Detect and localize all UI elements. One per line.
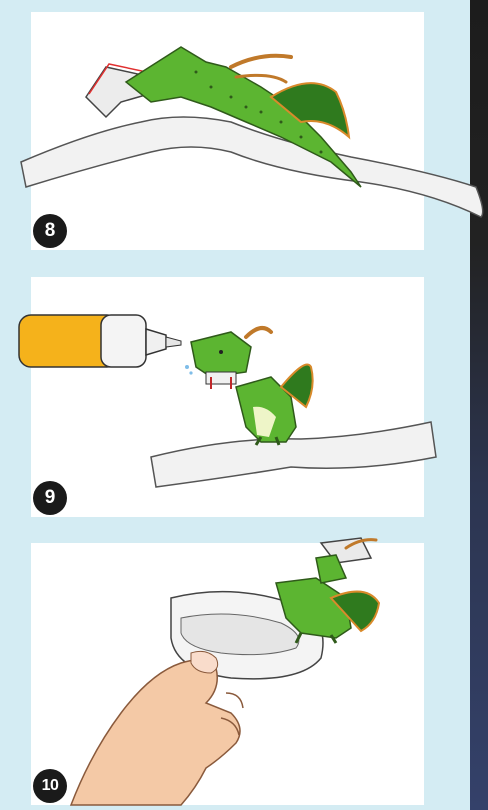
hand: [71, 660, 240, 805]
glue-bottle: [19, 315, 193, 375]
step-10-panel: 10: [31, 543, 424, 805]
step-number-badge: 8: [33, 214, 67, 248]
dragon-horn: [231, 56, 291, 67]
step-9-panel: 9: [31, 277, 424, 517]
step-number-badge: 9: [33, 481, 67, 515]
paper-branch: [21, 117, 483, 217]
step-8-panel: 8: [31, 12, 424, 250]
dragon-on-branch-illustration: [31, 12, 488, 250]
glue-dragon-mouth-illustration: [31, 277, 424, 517]
hand-ring-dragon-illustration: [31, 543, 424, 805]
sitting-dragon: [191, 328, 313, 445]
step-number-badge: 10: [33, 769, 67, 803]
